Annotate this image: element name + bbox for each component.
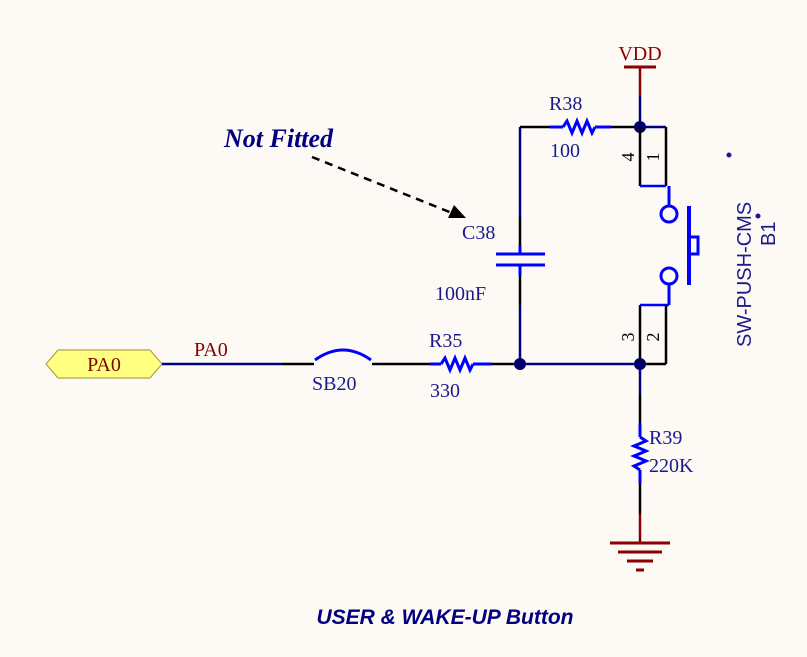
c38-designator: C38 [462,222,495,244]
solder-bridge-sb20[interactable]: SB20 [312,348,372,395]
b1-pin-4: 4 [618,153,638,162]
b1-pin-2: 2 [643,333,663,342]
resistor-r35[interactable]: R35 330 [429,330,492,402]
r38-designator: R38 [549,93,582,115]
capacitor-c38[interactable]: C38 100nF [435,222,545,305]
sb20-designator: SB20 [312,373,356,395]
b1-pin-1: 1 [643,153,663,162]
r39-value: 220K [649,455,694,477]
b1-actuator-plunger [687,235,700,256]
r38-zigzag [561,117,597,137]
r35-value: 330 [430,380,460,402]
vdd-label: VDD [618,43,661,65]
ground-symbol [610,514,670,572]
resistor-r39[interactable]: R39 220K [630,424,694,484]
r38-value: 100 [550,140,580,162]
r39-designator: R39 [649,427,682,449]
b1-pin-3: 3 [618,333,638,342]
port-pa0[interactable]: PA0 [45,349,163,379]
diagram-title: USER & WAKE-UP Button [316,606,573,629]
annotation-arrow-line [311,155,453,215]
r35-zigzag [439,354,475,374]
b1-contact-upper [659,204,679,224]
b1-designator: B1 [758,222,780,246]
c38-value: 100nF [435,283,486,305]
r39-zigzag [630,435,650,472]
power-vdd: VDD [618,43,662,96]
solder-bridge-arc [314,348,372,362]
annotation-arrowhead [448,205,466,218]
net-label-pa0: PA0 [194,339,228,361]
push-button-b1[interactable]: 4 1 3 2 SW-PUSH-CMS B1 [618,125,780,366]
annotation-not-fitted: Not Fitted [223,124,334,153]
b1-designator-dot [755,213,761,219]
port-label: PA0 [87,354,121,376]
resistor-r38[interactable]: R38 100 [549,93,611,162]
b1-contact-lower [659,266,679,286]
b1-value: SW-PUSH-CMS [734,202,756,347]
r35-designator: R35 [429,330,462,352]
b1-value-dot [726,152,732,158]
